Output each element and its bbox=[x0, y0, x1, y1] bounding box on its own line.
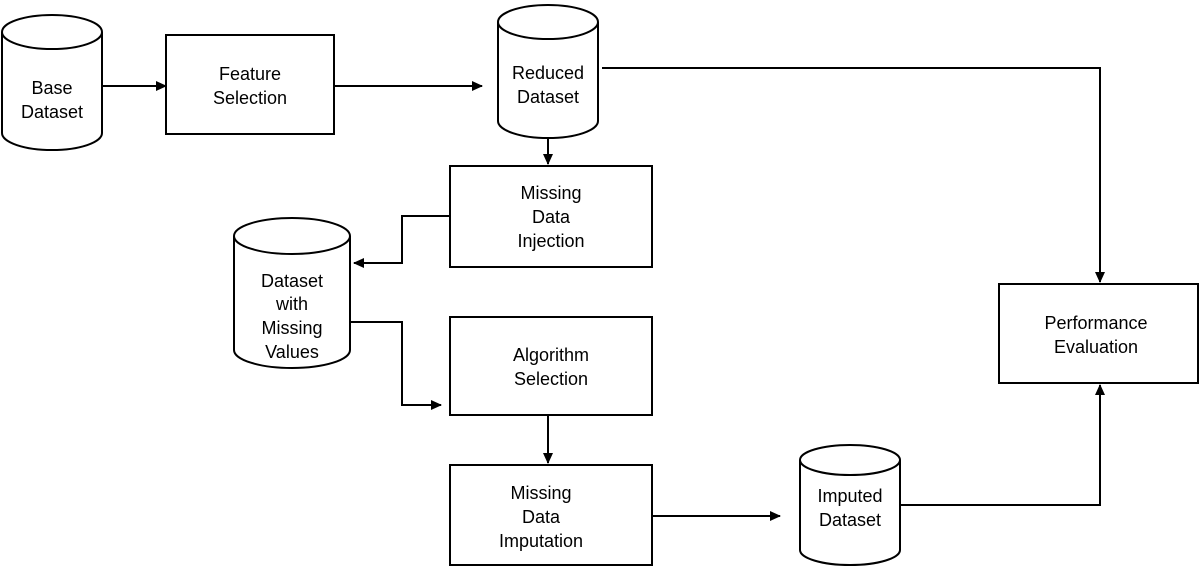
node-missing-data-imputation: Missing Data Imputation bbox=[449, 464, 653, 566]
edge-dataset-with-missing-values-to-algorithm-selection bbox=[350, 321, 442, 410]
node-feature-selection: Feature Selection bbox=[165, 34, 335, 135]
imputed-dataset-label-line2: Dataset bbox=[819, 510, 881, 530]
missing-data-imputation-label-line3: Imputation bbox=[499, 531, 583, 551]
edge-imputed-dataset-to-performance-evaluation bbox=[882, 384, 1105, 506]
node-performance-evaluation: Performance Evaluation bbox=[998, 283, 1199, 384]
reduced-dataset-label-line2: Dataset bbox=[517, 87, 579, 107]
dataset-with-missing-values-label-line2: with bbox=[275, 294, 308, 314]
reduced-dataset-label-line1: Reduced bbox=[512, 63, 584, 83]
feature-selection-label-line1: Feature bbox=[219, 64, 281, 84]
algorithm-selection-label-line1: Algorithm bbox=[513, 345, 589, 365]
node-dataset-with-missing-values: Dataset with Missing Values bbox=[233, 217, 351, 369]
missing-data-injection-label-line3: Injection bbox=[517, 231, 584, 251]
missing-data-injection-label-line1: Missing bbox=[520, 183, 581, 203]
node-imputed-dataset: Imputed Dataset bbox=[799, 444, 901, 566]
node-missing-data-injection: Missing Data Injection bbox=[449, 165, 653, 268]
base-dataset-label-line2: Dataset bbox=[21, 102, 83, 122]
missing-data-imputation-label-line1: Missing bbox=[510, 483, 571, 503]
algorithm-selection-label-line2: Selection bbox=[514, 369, 588, 389]
performance-evaluation-label-line1: Performance bbox=[1044, 313, 1147, 333]
missing-data-imputation-label-line2: Data bbox=[522, 507, 561, 527]
node-base-dataset: Base Dataset bbox=[1, 14, 103, 151]
edges bbox=[102, 67, 1105, 521]
dataset-with-missing-values-label-line1: Dataset bbox=[261, 271, 323, 291]
feature-selection-label-line2: Selection bbox=[213, 88, 287, 108]
base-dataset-label-line1: Base bbox=[31, 78, 72, 98]
edge-reduced-dataset-to-performance-evaluation bbox=[602, 67, 1105, 283]
imputed-dataset-label-line1: Imputed bbox=[817, 486, 882, 506]
node-reduced-dataset: Reduced Dataset bbox=[497, 4, 599, 139]
dataset-with-missing-values-label-line4: Values bbox=[265, 342, 319, 362]
dataset-with-missing-values-label-line3: Missing bbox=[261, 318, 322, 338]
missing-data-injection-label-line2: Data bbox=[532, 207, 571, 227]
node-algorithm-selection: Algorithm Selection bbox=[449, 316, 653, 416]
edge-missing-data-injection-to-dataset-with-missing-values bbox=[353, 215, 450, 268]
performance-evaluation-label-line2: Evaluation bbox=[1054, 337, 1138, 357]
